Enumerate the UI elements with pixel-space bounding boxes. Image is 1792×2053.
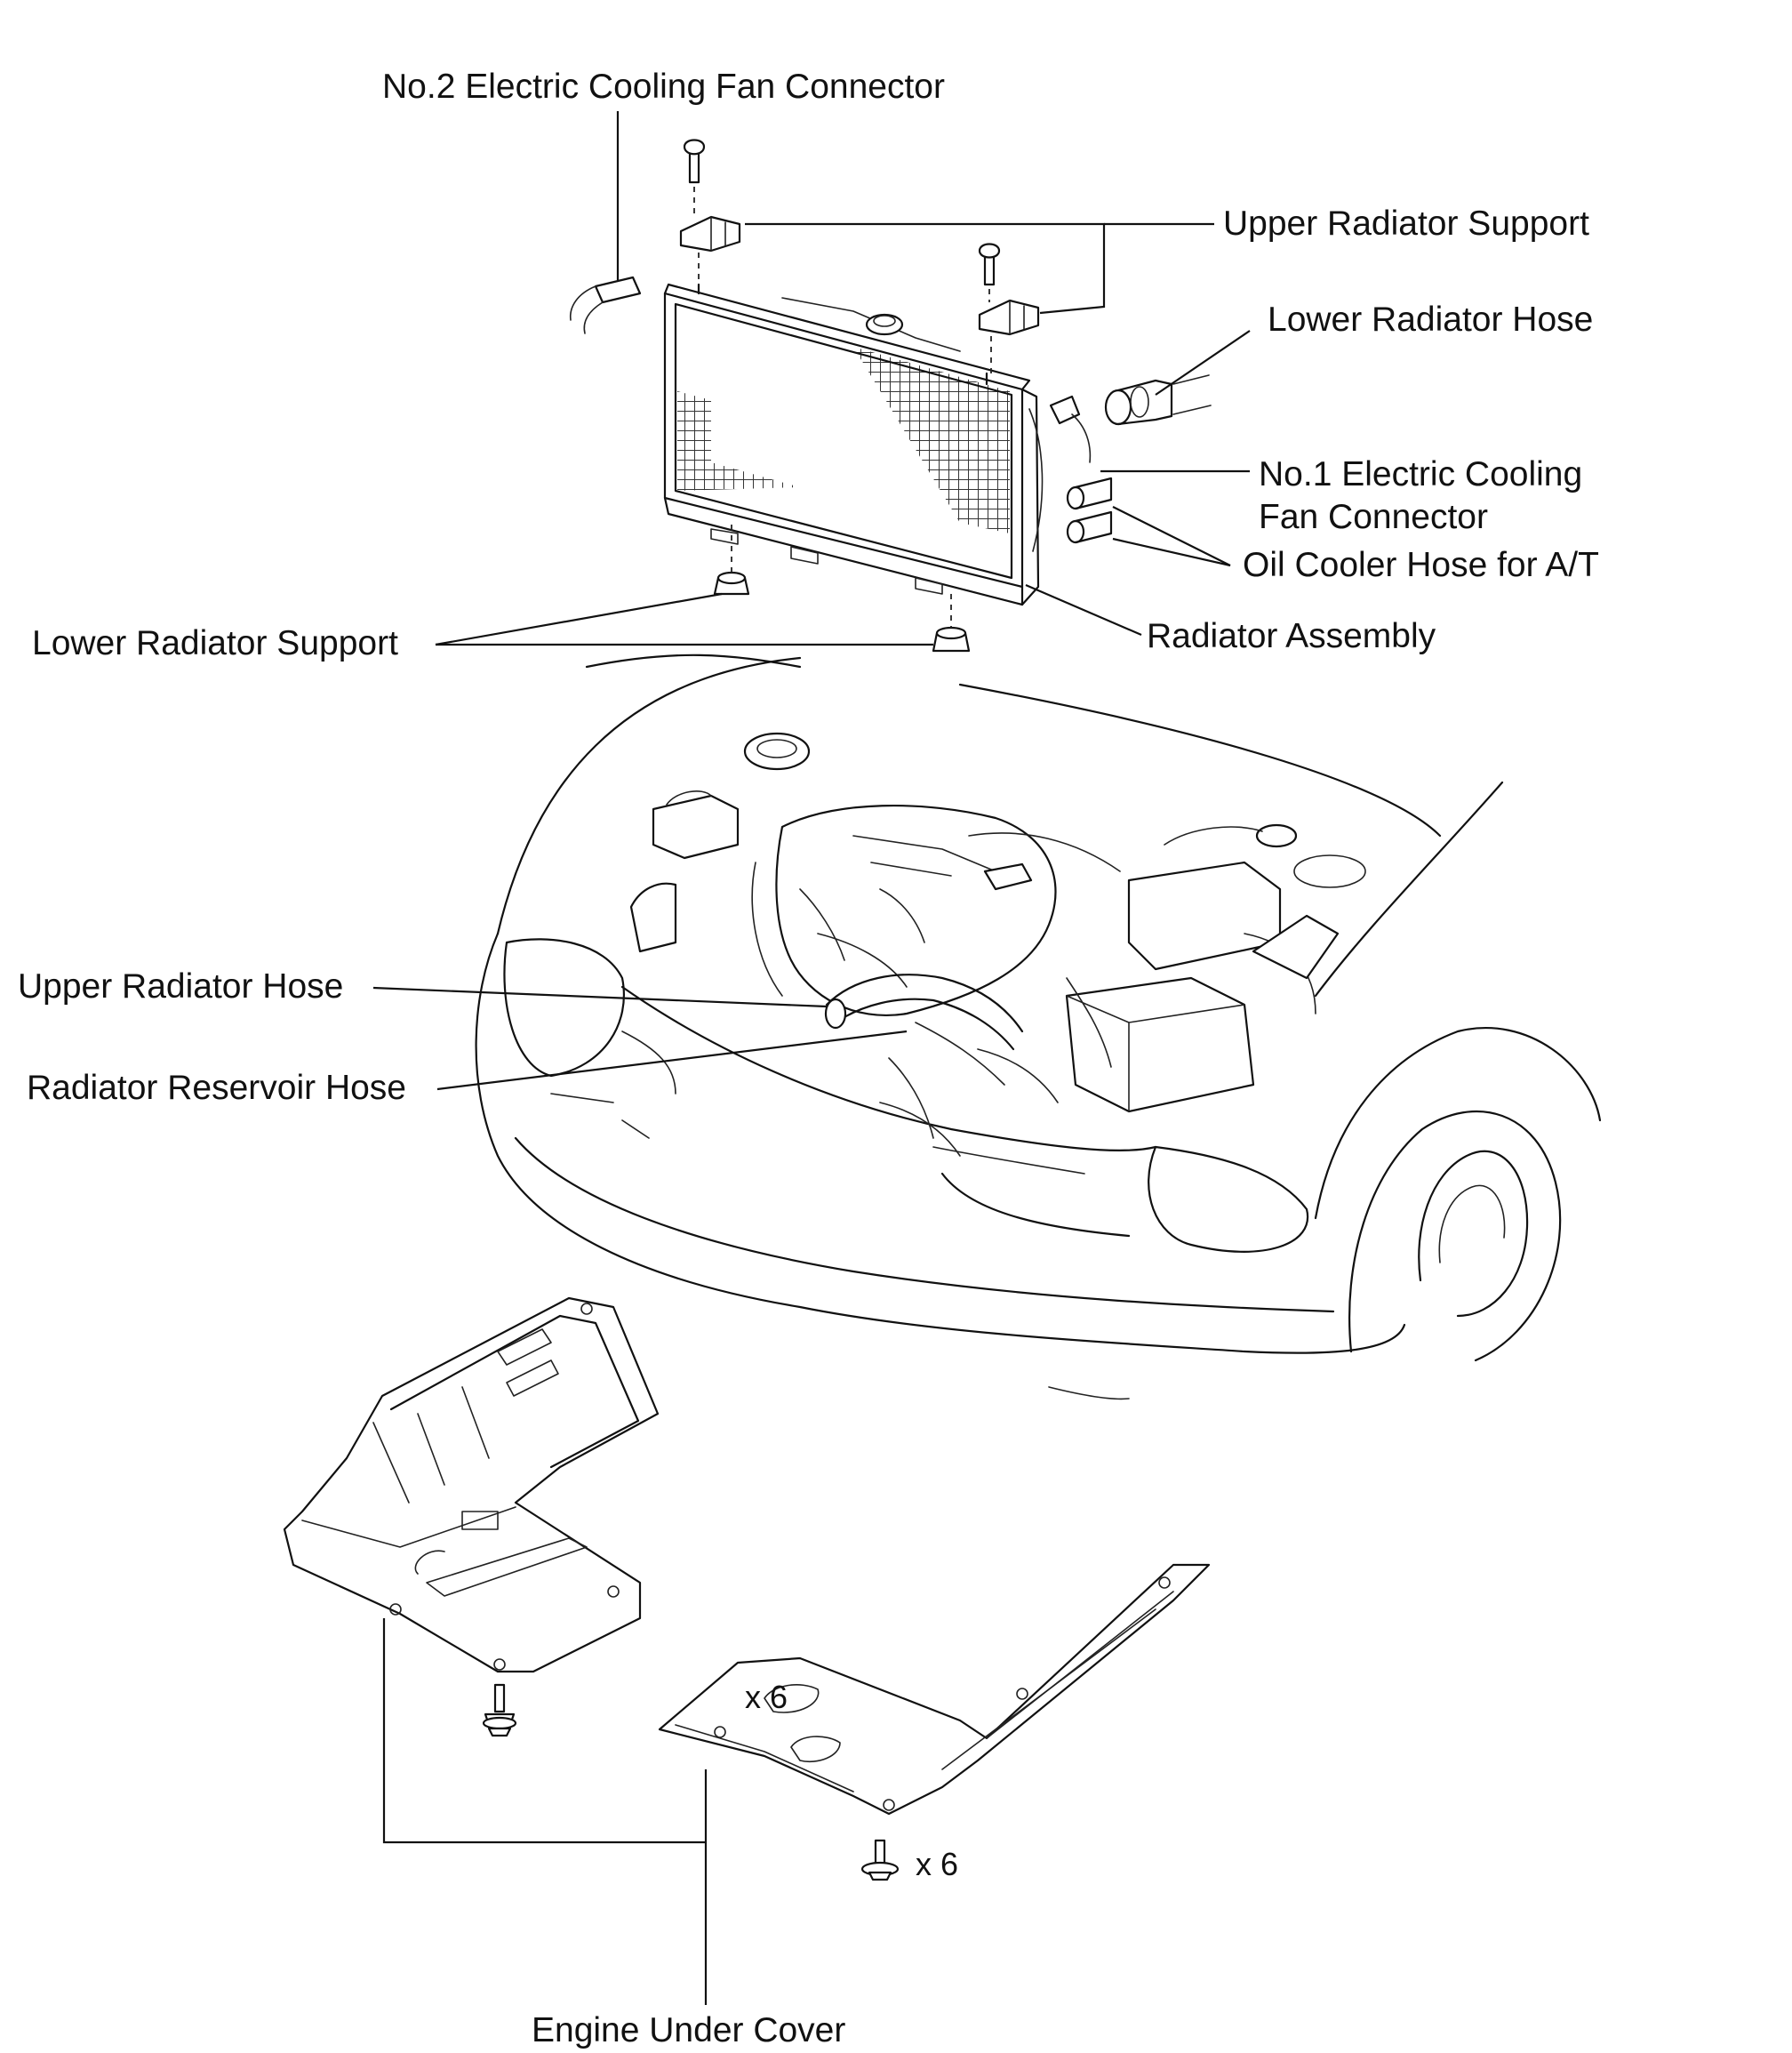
radiator-assembly-drawing <box>663 283 1044 606</box>
quantity-bolts-right-cover: x 6 <box>745 1679 788 1715</box>
label-upper-radiator-hose: Upper Radiator Hose <box>18 967 344 1006</box>
label-lower-radiator-support: Lower Radiator Support <box>32 624 398 662</box>
label-oil-cooler-hose-for-at: Oil Cooler Hose for A/T <box>1243 546 1599 584</box>
label-radiator-reservoir-hose: Radiator Reservoir Hose <box>27 1069 407 1107</box>
no2-fan-connector-part <box>570 276 642 334</box>
upper-radiator-support-right <box>978 243 1040 373</box>
leader-lines <box>372 111 1251 2005</box>
label-no1-electric-cooling-fan-connector-line1: No.1 Electric Cooling <box>1259 455 1583 493</box>
label-lower-radiator-hose: Lower Radiator Hose <box>1268 301 1594 339</box>
label-upper-radiator-support: Upper Radiator Support <box>1223 204 1589 243</box>
label-no2-electric-cooling-fan-connector: No.2 Electric Cooling Fan Connector <box>382 68 945 106</box>
engine-under-cover-right-drawing <box>658 1563 1211 1816</box>
bolt-bottom <box>860 1839 900 1881</box>
no1-fan-connector-part <box>1049 395 1092 463</box>
label-engine-under-cover: Engine Under Cover <box>532 2011 846 2049</box>
quantity-bolts-bottom: x 6 <box>916 1846 959 1882</box>
bolt-left-cover <box>482 1683 517 1737</box>
label-no1-electric-cooling-fan-connector-line2: Fan Connector <box>1259 498 1488 536</box>
upper-radiator-support-left <box>679 139 741 285</box>
car-front-drawing <box>475 654 1602 1400</box>
label-radiator-assembly: Radiator Assembly <box>1147 617 1436 655</box>
engine-under-cover-left-drawing <box>283 1296 660 1673</box>
lower-radiator-support-parts <box>713 525 971 653</box>
lower-radiator-hose-part <box>1104 374 1212 426</box>
oil-cooler-hose-parts <box>1066 477 1113 544</box>
